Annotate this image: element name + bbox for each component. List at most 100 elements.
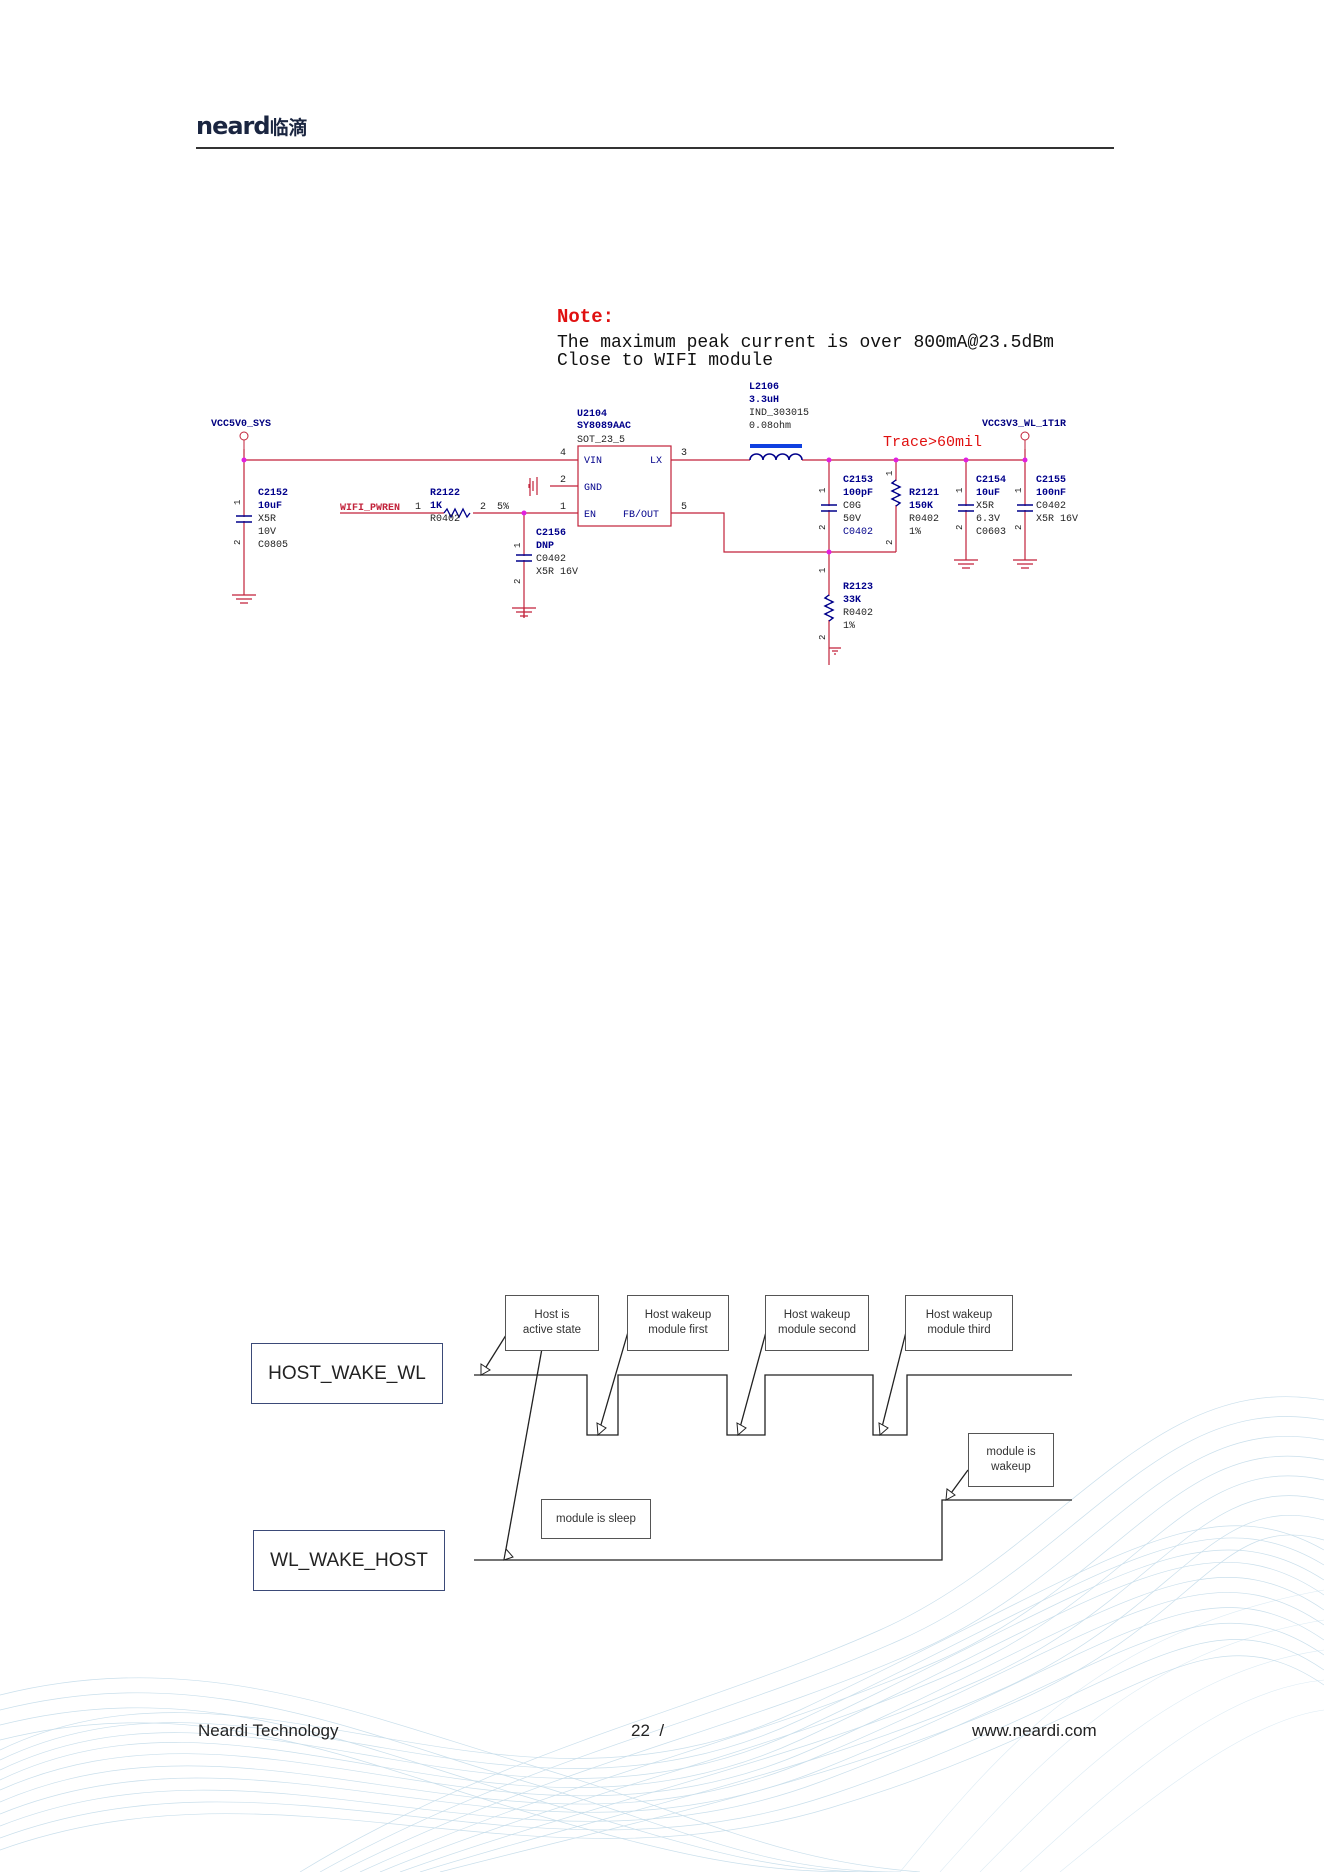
- trace-note: Trace>60mil: [883, 434, 982, 451]
- c2153-value: 100pF: [843, 488, 873, 499]
- u2104-package: SOT_23_5: [577, 435, 625, 446]
- resistor-symbols: [443, 479, 902, 622]
- footer-company: Neardi Technology: [198, 1721, 339, 1740]
- callout-wakeup-second-line1: Host wakeup: [783, 1309, 851, 1321]
- note-title: Note:: [557, 306, 615, 328]
- r2122-pin-2: 2: [480, 502, 486, 513]
- net-vcc3v3: VCC3V3_WL_1T1R: [982, 419, 1066, 430]
- ground-symbols: [232, 477, 1037, 655]
- svg-text:2: 2: [513, 579, 523, 584]
- footer-website[interactable]: www.neardi.com: [972, 1721, 1097, 1740]
- note-line-2: Close to WIFI module: [557, 351, 774, 371]
- u2104-label-en: EN: [584, 510, 596, 521]
- timing-diagram-waveforms: [474, 1314, 1072, 1561]
- u2104-label-fb: FB/OUT: [623, 509, 659, 521]
- l2106-dcr: 0.08ohm: [749, 420, 791, 432]
- c2154-ref: C2154: [976, 475, 1006, 486]
- schematic-junctions: [241, 457, 1028, 555]
- r2121-package: R0402: [909, 514, 939, 525]
- callout-module-wakeup-line2: wakeup: [991, 1461, 1031, 1473]
- r2122-tolerance: 5%: [497, 502, 509, 513]
- power-schematic: 4 2 1 3 5 1 2 5% VIN LX GND EN FB/OUT VC…: [211, 382, 1078, 665]
- callout-wakeup-second-line2: module second: [778, 1324, 856, 1336]
- u2104-pin-3: 3: [681, 448, 687, 459]
- c2153-dielectric: C0G: [843, 501, 861, 512]
- net-wifi-pwren: WIFI_PWREN: [340, 503, 400, 514]
- footer-page-number: 22 /: [631, 1721, 664, 1741]
- footer-page-separator: /: [659, 1721, 665, 1740]
- c2155-ref: C2155: [1036, 475, 1066, 486]
- r2122-package: R0402: [430, 514, 460, 525]
- c2152-ref: C2152: [258, 488, 288, 499]
- callout-wakeup-first-line2: module first: [648, 1324, 708, 1336]
- capacitor-symbols: [236, 504, 1033, 562]
- u2104-ref: U2104: [577, 409, 607, 420]
- logo-latin-text: neard: [196, 112, 271, 140]
- c2154-value: 10uF: [976, 488, 1000, 499]
- c2153-package: C0402: [843, 527, 873, 538]
- u2104-label-gnd: GND: [584, 483, 602, 494]
- signal-label-wl-wake-host: WL_WAKE_HOST: [253, 1530, 445, 1591]
- host-wake-wl-waveform: [474, 1374, 1072, 1436]
- l2106-value: 3.3uH: [749, 395, 779, 406]
- r2122-pin-1: 1: [415, 502, 421, 513]
- logo-cn-text: 临滴: [269, 117, 308, 139]
- svg-text:2: 2: [818, 635, 828, 640]
- c2155-value: 100nF: [1036, 488, 1066, 499]
- signal-label-host-wake-wl: HOST_WAKE_WL: [251, 1343, 443, 1404]
- r2121-ref: R2121: [909, 488, 939, 499]
- svg-text:1: 1: [1014, 488, 1024, 493]
- callout-wakeup-third-line2: module third: [927, 1324, 991, 1336]
- l2106-ref: L2106: [749, 382, 779, 393]
- inductor-symbol: [749, 444, 803, 461]
- net-vcc5v0: VCC5V0_SYS: [211, 419, 271, 430]
- c2154-dielectric: X5R: [976, 501, 994, 512]
- c2152-voltage: 10V: [258, 527, 276, 538]
- svg-text:1: 1: [818, 568, 828, 573]
- r2121-tolerance: 1%: [909, 527, 921, 538]
- u2104-pin-2: 2: [560, 475, 566, 486]
- svg-text:2: 2: [818, 525, 828, 530]
- c2156-value: DNP: [536, 541, 554, 552]
- r2123-package: R0402: [843, 608, 873, 619]
- callout-module-wakeup: module is wakeup: [968, 1433, 1054, 1487]
- footer-page: 22: [631, 1721, 650, 1740]
- c2153-ref: C2153: [843, 475, 873, 486]
- c2156-ref: C2156: [536, 528, 566, 539]
- cap-gaps: [241, 506, 1028, 560]
- c2155-spec: X5R 16V: [1036, 514, 1078, 525]
- u2104-pin-5: 5: [681, 502, 687, 513]
- c2153-voltage: 50V: [843, 514, 861, 525]
- u2104-label-vin: VIN: [584, 456, 602, 467]
- c2156-package: C0402: [536, 554, 566, 565]
- header-rule: [196, 147, 1114, 149]
- svg-text:2: 2: [1014, 525, 1024, 530]
- svg-text:1: 1: [818, 488, 828, 493]
- c2152-value: 10uF: [258, 501, 282, 512]
- callout-module-sleep: module is sleep: [541, 1499, 651, 1539]
- callout-wakeup-third-line1: Host wakeup: [925, 1309, 993, 1321]
- u2104-pin-4: 4: [560, 448, 566, 459]
- svg-text:2: 2: [233, 540, 243, 545]
- c2152-package: C0805: [258, 540, 288, 551]
- callout-wakeup-third: Host wakeup module third: [905, 1295, 1013, 1351]
- u2104-part: SY8089AAC: [577, 421, 631, 432]
- svg-text:1: 1: [233, 500, 243, 505]
- svg-text:1: 1: [955, 488, 965, 493]
- svg-text:2: 2: [885, 540, 895, 545]
- callout-host-active-line1: Host is: [534, 1309, 570, 1321]
- callout-wakeup-first: Host wakeup module first: [627, 1295, 729, 1351]
- callout-wakeup-first-line1: Host wakeup: [644, 1309, 712, 1321]
- note-line-1: The maximum peak current is over 800mA@2…: [557, 333, 1054, 353]
- schematic-wires: [243, 449, 1026, 665]
- r2121-value: 150K: [909, 501, 933, 512]
- u2104-pin-1: 1: [560, 502, 566, 513]
- svg-text:1: 1: [885, 471, 895, 476]
- r2122-value: 1K: [430, 501, 442, 512]
- callout-module-wakeup-line1: module is: [986, 1446, 1036, 1458]
- svg-text:1: 1: [513, 543, 523, 548]
- r2122-ref: R2122: [430, 488, 460, 499]
- c2155-package: C0402: [1036, 501, 1066, 512]
- r2123-ref: R2123: [843, 582, 873, 593]
- callout-wakeup-second: Host wakeup module second: [765, 1295, 869, 1351]
